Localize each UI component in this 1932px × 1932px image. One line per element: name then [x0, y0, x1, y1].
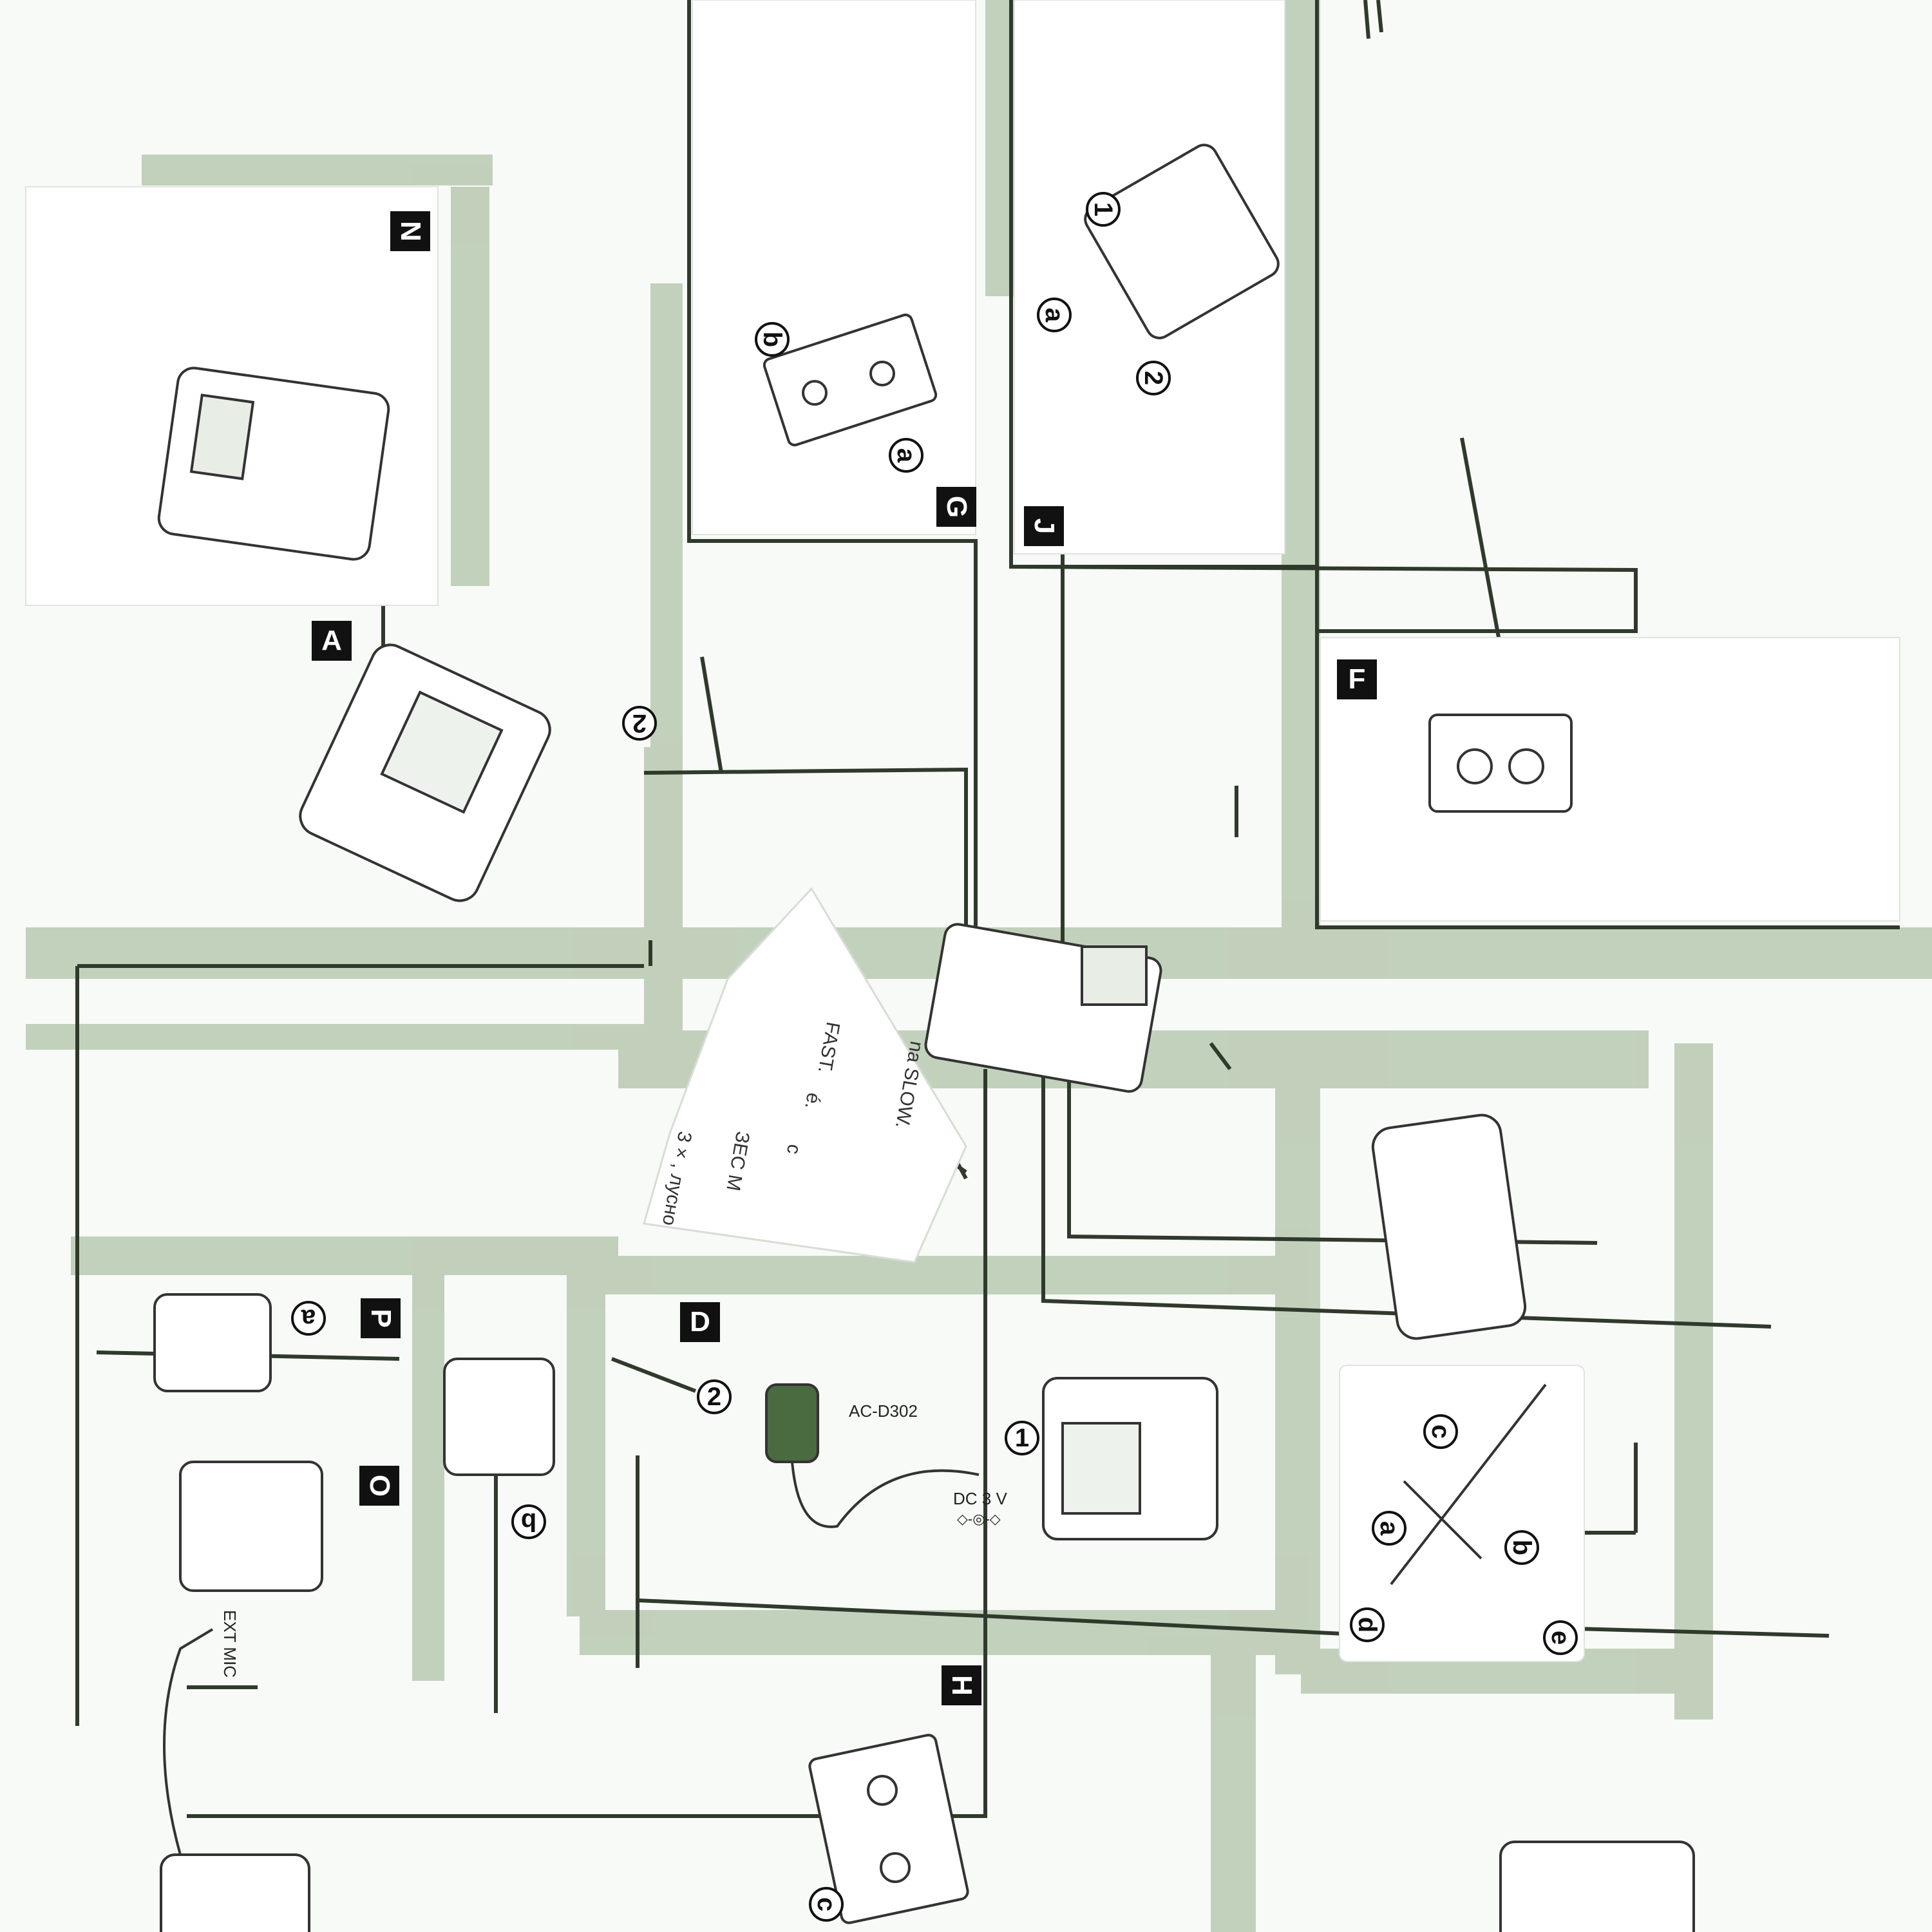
callout-a-p: a	[291, 1301, 326, 1336]
ext-mic-label: EXT MIC	[220, 1610, 240, 1678]
panel-label-g: G	[936, 487, 976, 527]
panel-label-n: N	[390, 211, 430, 251]
callout-a-top: a	[889, 438, 923, 473]
torn-page	[643, 887, 967, 1264]
panel-label-d: D	[680, 1302, 720, 1342]
panel-label-j: J	[1024, 506, 1064, 546]
panel-label-a: A	[312, 621, 352, 661]
callout-1-j: 1	[1086, 192, 1121, 227]
callout-d-detail: d	[1350, 1607, 1385, 1642]
callout-2-a: 2	[622, 706, 657, 741]
panel-label-f: F	[1337, 659, 1377, 699]
callout-b-top: b	[755, 322, 790, 357]
panel-label-h: H	[942, 1665, 981, 1705]
panel-label-p: P	[361, 1298, 401, 1338]
callout-1-d: 1	[1005, 1421, 1039, 1455]
adapter-model-label: AC-D302	[849, 1401, 918, 1421]
green-bands	[26, 0, 1932, 1932]
callout-b-detail: b	[1504, 1530, 1539, 1565]
callout-2-j: 2	[1136, 361, 1171, 395]
panel-label-o: O	[359, 1466, 399, 1506]
callout-c-detail: c	[1423, 1414, 1458, 1449]
callout-b-o: b	[511, 1504, 546, 1539]
callout-a-j: a	[1037, 298, 1072, 332]
device-sketches	[153, 144, 1695, 1932]
dc-rating-label: DC 3 V	[953, 1489, 1007, 1508]
callout-e-detail: e	[1543, 1620, 1578, 1655]
callout-a-detail: a	[1372, 1511, 1406, 1546]
polarity-symbol: ◇-◎-◇	[957, 1511, 1001, 1527]
callout-2-d: 2	[697, 1379, 732, 1414]
callout-c-h: c	[809, 1887, 844, 1922]
